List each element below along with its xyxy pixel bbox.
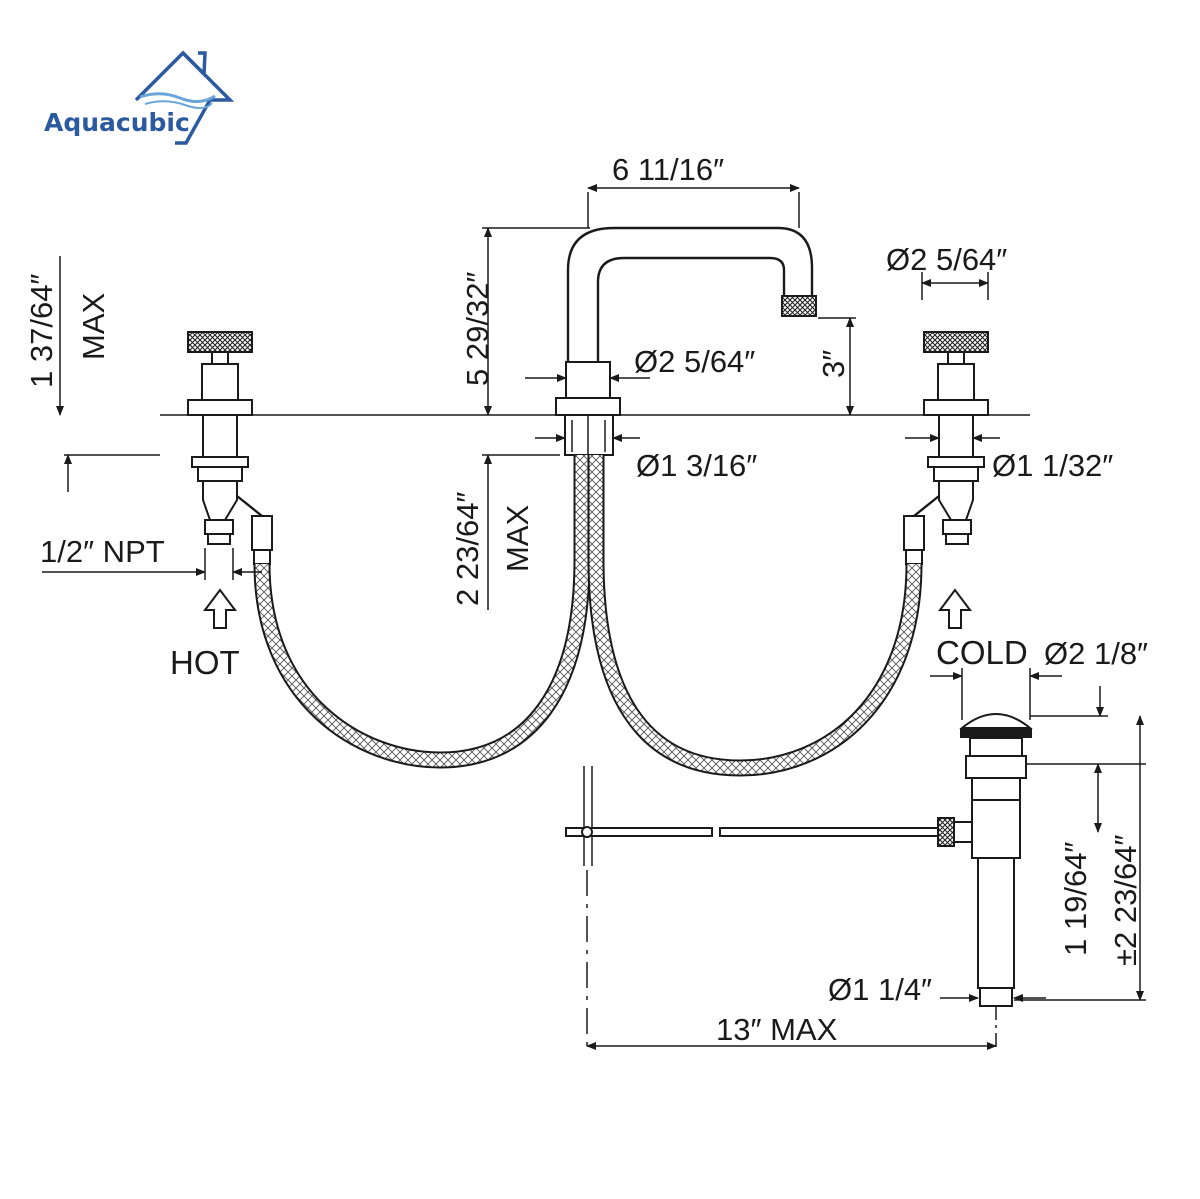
dim-valve-shank-diameter: Ø1 1/32″ xyxy=(992,448,1113,483)
dim-deck-thickness-note: MAX xyxy=(500,505,535,573)
dimension-lines xyxy=(42,184,1146,1050)
dim-handle-height: 1 37/64″ xyxy=(24,274,59,388)
brand-name: Aquacubic xyxy=(44,108,190,137)
hot-valve xyxy=(187,331,273,565)
popup-rod xyxy=(565,817,973,847)
brand-logo: Aquacubic xyxy=(44,50,235,145)
dim-tailpiece-diameter: Ø1 1/4″ xyxy=(828,972,932,1007)
aerator xyxy=(781,295,817,317)
logo-roof-icon xyxy=(134,50,207,102)
popup-drain xyxy=(959,713,1033,1052)
dim-deck-thickness: 2 23/64″ xyxy=(450,492,485,606)
dim-drain-height-upper: 1 19/64″ xyxy=(1058,842,1093,956)
label-hot: HOT xyxy=(170,644,240,681)
drain-tailpiece xyxy=(977,857,1015,989)
dim-handle-height-note: MAX xyxy=(76,293,111,361)
spout xyxy=(555,226,817,456)
cold-handle xyxy=(923,331,989,353)
dim-drain-distance: 13″ MAX xyxy=(716,1012,838,1047)
label-cold: COLD xyxy=(936,634,1028,671)
dim-drain-flange-diameter: Ø2 1/8″ xyxy=(1044,636,1148,671)
logo-wave-icon xyxy=(139,92,216,103)
dim-spout-shank-diameter: Ø1 3/16″ xyxy=(636,448,757,483)
dim-spout-height: 5 29/32″ xyxy=(460,272,495,386)
dim-inlet-thread: 1/2″ NPT xyxy=(40,534,165,569)
drain-stopper xyxy=(959,713,1033,729)
dim-spout-base-diameter: Ø2 5/64″ xyxy=(634,344,755,379)
supply-hoses xyxy=(253,455,923,777)
cold-inlet-arrow-icon xyxy=(938,588,972,629)
dim-spout-reach: 6 11/16″ xyxy=(612,152,724,187)
dim-spout-clearance: 3″ xyxy=(816,350,851,378)
hot-inlet-arrow-icon xyxy=(203,588,237,629)
dim-drain-height-total: ±2 23/64″ xyxy=(1108,835,1143,966)
hot-handle xyxy=(187,331,253,353)
dim-aerator-diameter: Ø2 5/64″ xyxy=(886,242,1007,277)
cold-valve xyxy=(903,331,989,565)
